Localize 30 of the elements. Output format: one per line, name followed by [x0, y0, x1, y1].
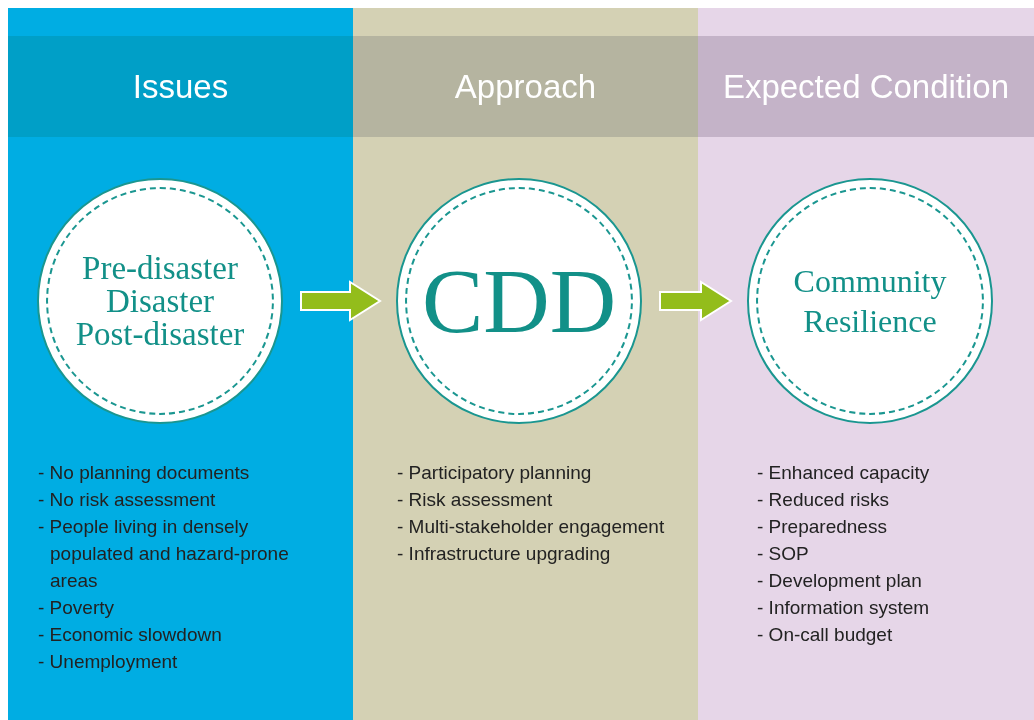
list-item: - Participatory planning — [397, 461, 593, 485]
list-item: - Poverty — [38, 596, 116, 620]
list-item: - No risk assessment — [38, 488, 217, 512]
block-arrow — [300, 280, 382, 322]
list-item: - Economic slowdown — [38, 623, 223, 647]
column-panel — [698, 8, 1034, 720]
circle-text: CDD — [421, 255, 617, 347]
header-title: Expected Condition — [722, 67, 1010, 106]
header-title: Approach — [454, 67, 597, 106]
circle-text: Pre-disaster — [82, 251, 238, 285]
block-arrow — [659, 280, 733, 322]
list-item: - SOP — [757, 542, 810, 566]
list-item: - No planning documents — [38, 461, 251, 485]
circle-text: Disaster — [105, 284, 215, 318]
column-panel — [8, 8, 353, 720]
column-panel — [353, 8, 698, 720]
list-item: - Unemployment — [38, 650, 179, 674]
list-item: - Preparedness — [757, 515, 888, 539]
list-item: - People living in densely populated and hazard-prone areas — [38, 515, 290, 593]
list-item: - Reduced risks — [757, 488, 890, 512]
list-item: - Infrastructure upgrading — [397, 542, 612, 566]
circle-text: Post-disaster — [75, 317, 245, 351]
list-item: - On-call budget — [757, 623, 894, 647]
list-item: - Enhanced capacity — [757, 461, 931, 485]
header-title: Issues — [132, 67, 229, 106]
list-item: - Risk assessment — [397, 488, 554, 512]
list-item: - Multi-stakeholder engagement — [397, 515, 666, 539]
list-item: - Development plan — [757, 569, 923, 593]
list-item: - Information system — [757, 596, 931, 620]
circle-text: Community Resilience — [792, 262, 948, 341]
